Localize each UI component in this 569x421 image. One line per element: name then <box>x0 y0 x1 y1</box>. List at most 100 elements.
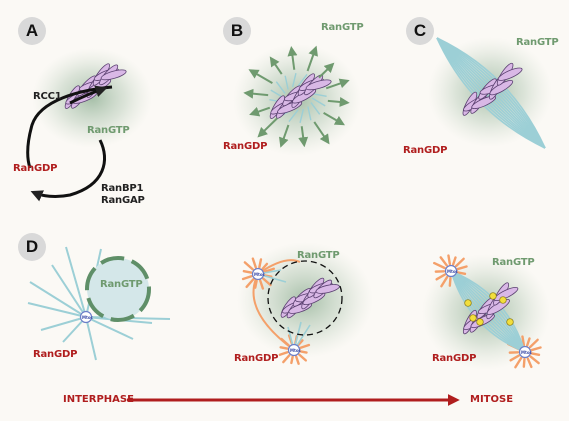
astral-microtubule <box>241 275 253 281</box>
diffusion-arrows-b <box>243 45 350 148</box>
rangdp-label-b: RanGDP <box>223 141 268 152</box>
astral-microtubule <box>251 257 257 269</box>
microtubule <box>85 316 134 340</box>
astral-microtubule <box>509 354 521 362</box>
astral-microtubule <box>530 346 542 352</box>
diffusion-arrow <box>318 62 335 79</box>
chromosome-arm <box>305 79 332 91</box>
astral-microtubule <box>259 279 265 290</box>
microtubule <box>311 97 326 107</box>
chromosome-cluster-transition <box>280 277 340 319</box>
microtubule <box>284 75 289 90</box>
rangdp-label-transition: RanGDP <box>234 353 279 364</box>
astral-microtubule <box>252 273 295 351</box>
astral-microtubule <box>526 357 533 369</box>
nuclear-envelope-breakdown <box>267 260 343 336</box>
diffusion-arrow <box>327 97 350 107</box>
centrosome-mitosis-bottom <box>518 345 532 359</box>
microtubule <box>299 108 305 123</box>
astral-microtubule <box>530 352 541 357</box>
diffusion-arrow <box>249 106 271 117</box>
centrosome-label-mitosis-top: Mtoc <box>447 269 459 274</box>
centrosome-transition-bottom <box>287 343 301 357</box>
rangap-label: RanGAP <box>101 195 145 206</box>
astral-microtubule <box>448 276 452 287</box>
astral-microtubule <box>243 261 254 271</box>
kinetochore-dot <box>499 296 507 304</box>
astral-microtubule <box>290 355 294 365</box>
chromosome-cluster-c <box>462 62 523 116</box>
asters-mitosis <box>433 254 542 369</box>
astral-microtubule <box>261 262 269 270</box>
microtubule <box>307 106 312 121</box>
centrosome-label-interphase: Mtoc <box>82 315 94 320</box>
astral-microtubule <box>245 278 255 289</box>
panel-a-badge: A <box>18 17 46 45</box>
kinetochore-dot <box>489 292 497 300</box>
astral-microtubule <box>522 357 526 368</box>
astral-microtubule <box>254 279 258 289</box>
diffusion-arrow <box>269 56 283 75</box>
kinetochore-dot <box>464 299 472 307</box>
diffusion-arrow <box>287 45 298 70</box>
panel-d-badge: D <box>18 233 46 261</box>
mitose-label: MITOSE <box>470 394 514 405</box>
microtubule <box>297 74 308 87</box>
microtubule <box>275 81 286 94</box>
astral-microtubule <box>299 343 311 349</box>
rangtp-label-b: RanGTP <box>321 22 364 33</box>
kinetochore-dot <box>506 318 514 326</box>
astral-microtubule <box>433 261 446 270</box>
microtubule <box>51 264 87 318</box>
astral-microtubule <box>452 256 457 266</box>
chromosome-arm <box>471 95 497 110</box>
rangdp-label-c: RanGDP <box>403 145 448 156</box>
rangtp-label-nucleus: RanGTP <box>100 279 143 290</box>
diffusion-arrow <box>257 117 278 138</box>
microtubule <box>291 73 297 88</box>
astral-microtubule <box>258 258 263 269</box>
microtubule <box>310 102 321 115</box>
diffusion-arrow <box>325 78 350 90</box>
chromosome-arm <box>100 69 127 81</box>
microtubule <box>40 316 87 331</box>
cycle-arrow-left <box>26 85 113 169</box>
rangdp-label-a: RanGDP <box>13 163 58 174</box>
astral-microtubule <box>447 254 452 266</box>
astral-microtubule <box>297 339 304 346</box>
astral-microtubule <box>295 355 300 365</box>
centrosome-interphase <box>79 310 93 324</box>
astral-microtubule <box>456 271 467 276</box>
microtubule <box>85 316 97 361</box>
centrosome-label-transition-left: Mtoc <box>254 272 266 277</box>
rangtp-label-transition: RanGTP <box>297 250 340 261</box>
rcc1-label: RCC1 <box>33 91 62 102</box>
chromosome-cluster-b <box>269 73 332 119</box>
nucleus <box>85 256 151 322</box>
astral-microtubule <box>435 273 447 281</box>
astral-microtubule <box>514 356 523 369</box>
diffusion-arrow <box>313 121 330 145</box>
diffusion-arrow <box>306 45 318 72</box>
chromosome-cluster-mitosis <box>462 282 519 335</box>
astral-microtubule <box>454 257 465 268</box>
chromosome-arm <box>315 284 340 294</box>
kinetochore-dot <box>476 318 484 326</box>
rangtp-label-mitosis: RanGTP <box>492 257 535 268</box>
ranbp1-rangap-arrow <box>30 139 107 202</box>
astral-microtubule <box>298 353 307 362</box>
astral-microtubule <box>440 275 449 288</box>
astral-microtubule <box>279 346 289 350</box>
astral-microtubule <box>263 267 275 273</box>
astral-microtubule <box>299 350 308 354</box>
centrosome-label-transition-bottom: Mtoc <box>290 348 302 353</box>
diffusion-arrow <box>243 88 269 99</box>
panel-c-badge: C <box>406 17 434 45</box>
centrosome-mitosis-top <box>444 264 458 278</box>
astral-microtubule <box>528 338 539 349</box>
centrosome-label-mitosis-bottom: Mtoc <box>521 350 533 355</box>
kinetochores <box>464 292 514 326</box>
microtubule <box>27 302 87 318</box>
rangtp-label-c: RanGTP <box>516 37 559 48</box>
